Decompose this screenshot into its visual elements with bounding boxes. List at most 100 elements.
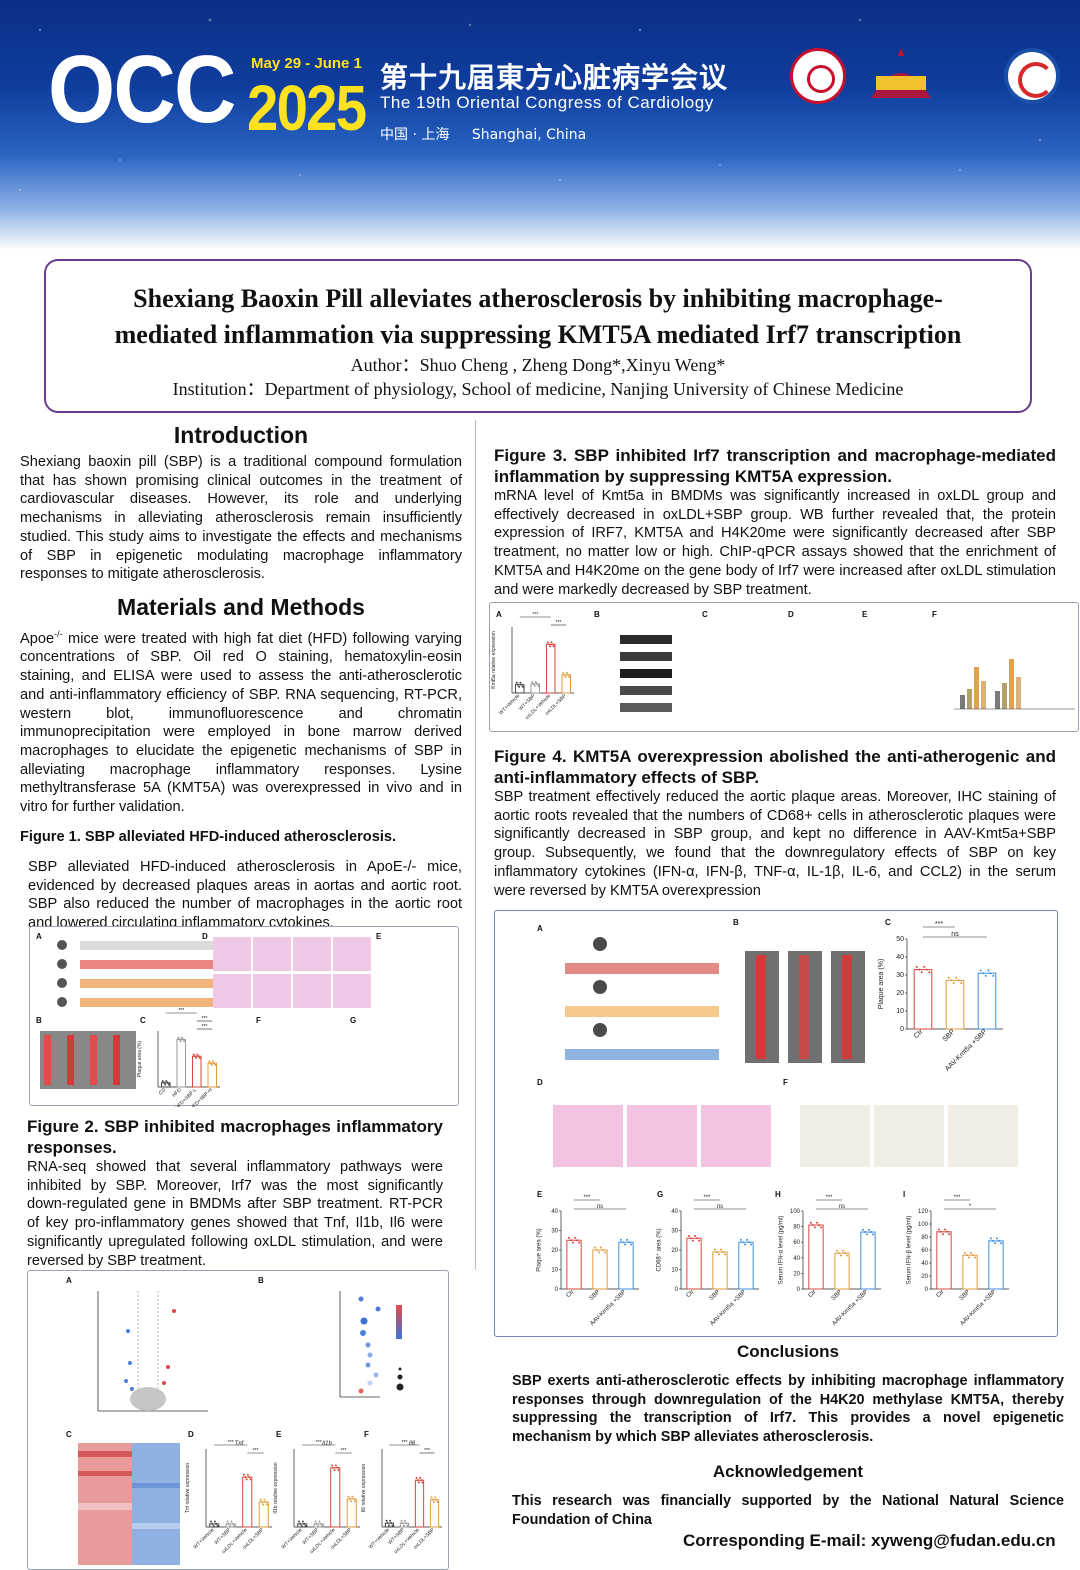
bar: [738, 1241, 754, 1290]
data-point: [568, 675, 571, 678]
bar: [191, 1055, 202, 1088]
data-point: [180, 1036, 183, 1039]
y-tick-label: 20: [551, 1248, 558, 1254]
y-tick-label: 40: [793, 1256, 800, 1262]
data-point: [435, 1498, 438, 1501]
data-point: [518, 685, 521, 688]
data-point: [623, 1243, 626, 1246]
data-point: [314, 1520, 317, 1523]
y-tick-label: 0: [555, 1287, 559, 1293]
bar: [834, 1252, 850, 1290]
data-point: [197, 1055, 200, 1058]
svg-text:F: F: [783, 1078, 788, 1087]
data-point: [298, 1520, 301, 1523]
significance-label: ***: [228, 1440, 234, 1446]
data-point: [196, 1053, 199, 1056]
data-point: [416, 1479, 419, 1482]
data-point: [259, 1498, 262, 1501]
poster-title: Shexiang Baoxin Pill alleviates atherosc…: [46, 281, 1030, 353]
data-point: [720, 1248, 723, 1251]
data-point: [227, 1522, 230, 1525]
data-point: [694, 1234, 697, 1237]
category-label: CD: [158, 1087, 168, 1097]
data-point: [520, 683, 523, 686]
category-label: SBP: [942, 1028, 957, 1043]
y-axis-label: Il6 relative expression: [361, 1464, 367, 1513]
significance-label: ***: [253, 1448, 259, 1454]
data-point: [531, 680, 534, 683]
conclusions-heading: Conclusions: [736, 1342, 839, 1361]
svg-text:C: C: [702, 610, 708, 619]
data-point: [230, 1520, 233, 1523]
data-point: [965, 1254, 968, 1257]
chart-2d: Tnf relative expressionTnfWT+VehicleWT+S…: [185, 1440, 272, 1555]
data-point: [386, 1522, 389, 1525]
data-point: [1000, 1242, 1003, 1245]
data-point: [300, 1525, 303, 1527]
bar: [514, 684, 525, 694]
category-label: WT+Vehicle: [368, 1527, 391, 1550]
data-point: [229, 1525, 232, 1527]
volcano-plot: [97, 1291, 208, 1412]
data-point: [574, 1236, 577, 1239]
data-point: [818, 1224, 821, 1227]
bar: [860, 1231, 876, 1290]
y-tick-label: 20: [921, 1274, 928, 1280]
data-point: [567, 1236, 570, 1239]
data-point: [992, 974, 995, 977]
data-point: [521, 685, 524, 688]
data-point: [226, 1520, 229, 1523]
data-point: [533, 684, 536, 687]
data-point: [351, 1495, 354, 1498]
chart-2e: Il1b relative expressionIl1bWT+VehicleWT…: [273, 1440, 360, 1555]
figure1-text: SBP alleviated HFD-induced atheroscleros…: [28, 858, 462, 931]
data-point: [303, 1522, 306, 1525]
significance-label: *: [969, 1204, 972, 1210]
data-point: [813, 1226, 816, 1229]
svg-text:G: G: [350, 1016, 356, 1025]
chart-3a: Kmt5a relative expressionWT+VehicleWT+SB…: [491, 612, 574, 721]
chart-title: Il1b: [322, 1441, 332, 1447]
data-point: [299, 1522, 302, 1525]
y-tick-label: 120: [918, 1209, 929, 1215]
data-point: [996, 1237, 999, 1240]
significance-label: ***: [202, 1016, 208, 1022]
data-point: [209, 1062, 212, 1065]
data-point: [552, 645, 555, 648]
data-point: [214, 1063, 217, 1066]
data-point: [195, 1056, 198, 1059]
bar: [592, 1249, 608, 1290]
y-tick-label: 80: [921, 1235, 928, 1241]
data-point: [696, 1237, 699, 1240]
data-point: [534, 680, 537, 683]
y-tick-label: 0: [675, 1287, 679, 1293]
data-point: [920, 971, 923, 974]
data-point: [353, 1500, 356, 1503]
svg-text:E: E: [537, 1190, 543, 1199]
congress-location: 中国 · 上海 Shanghai, China: [380, 124, 604, 144]
category-label: Ctr: [566, 1289, 576, 1299]
data-point: [213, 1520, 216, 1523]
data-point: [993, 1242, 996, 1245]
data-point: [955, 976, 958, 979]
y-tick-label: 10: [671, 1268, 678, 1274]
data-point: [519, 681, 522, 684]
figure3-text: mRNA level of Kmt5a in BMDMs was signifi…: [494, 488, 1056, 598]
data-point: [967, 1256, 970, 1259]
data-point: [593, 1246, 596, 1249]
data-point: [937, 1228, 940, 1231]
y-axis-label: Plaque area (%): [878, 959, 885, 1010]
data-point: [746, 1238, 749, 1241]
data-point: [537, 684, 540, 687]
figure3-text-block: Figure 3. SBP inhibited Irf7 transcripti…: [494, 445, 1056, 599]
significance-label: ***: [825, 1195, 833, 1201]
data-point: [946, 1230, 949, 1233]
congress-dates: May 29 - June 1: [251, 55, 362, 72]
data-point: [231, 1522, 234, 1525]
data-point: [578, 1241, 581, 1244]
data-point: [216, 1525, 219, 1527]
data-point: [434, 1496, 437, 1499]
figure4-text: SBP treatment effectively reduced the ao…: [494, 789, 1056, 899]
